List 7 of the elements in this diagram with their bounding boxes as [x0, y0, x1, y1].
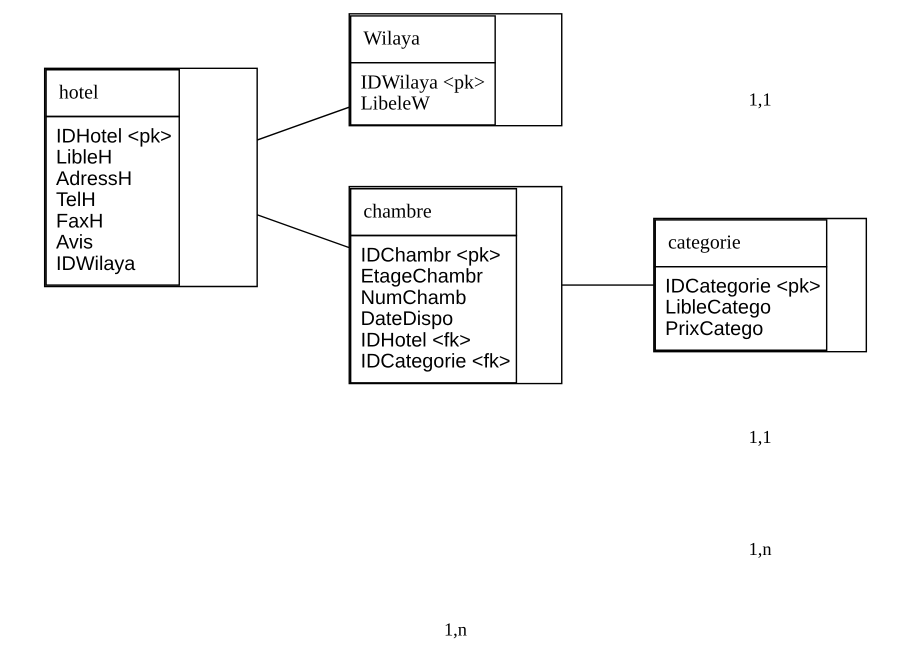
label: 1,n: [748, 538, 772, 559]
connector: [256, 106, 349, 141]
label: 1,1: [748, 90, 772, 110]
connector: [256, 214, 349, 248]
label: 1,n: [443, 620, 467, 640]
connector: [562, 284, 653, 286]
label: 1,1: [748, 426, 772, 447]
